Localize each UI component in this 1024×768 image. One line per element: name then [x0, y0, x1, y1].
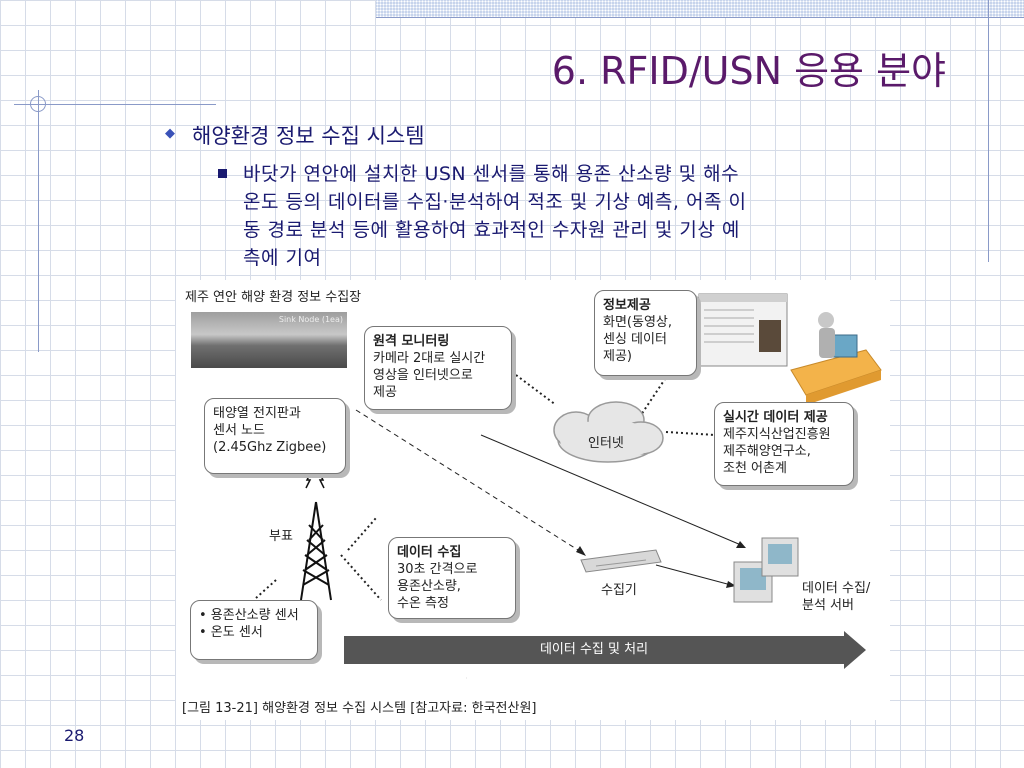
decor-line: [988, 0, 989, 262]
data-collect-box: 데이터 수집 30초 간격으로 용존산소량, 수온 측정: [388, 537, 516, 619]
box-line: 제주해양연구소,: [723, 444, 811, 459]
box-line: 제주지식산업진흥원: [723, 427, 831, 442]
decor-line: [376, 17, 1024, 18]
connector-line: [665, 431, 717, 436]
sensor-item: • 온도 센서: [199, 625, 263, 640]
bullet-level2-text: 바닷가 연안에 설치한 USN 센서를 통해 용존 산소량 및 해수 온도 등의…: [243, 160, 958, 272]
connector-line: [515, 374, 557, 406]
user-at-desk-icon: [790, 312, 882, 405]
sensors-box: • 용존산소량 센서 • 온도 센서: [190, 600, 318, 660]
bullet-level1-text: 해양환경 정보 수집 시스템: [192, 124, 425, 148]
connector-lines: [255, 293, 882, 603]
arrowhead-icon: [576, 546, 586, 556]
server-label-line: 분석 서버: [802, 598, 854, 613]
photo-inner-label: Sink Node (1ea): [278, 315, 343, 324]
box-heading: 원격 모니터링: [373, 334, 450, 349]
cloud-fill: [560, 420, 656, 460]
antenna-tower-icon: [300, 501, 332, 601]
server-label-line: 데이터 수집/: [802, 581, 871, 596]
process-arrow: 데이터 수집 및 처리: [344, 636, 844, 664]
coast-photo: Sink Node (1ea): [191, 312, 347, 368]
square-bullet-icon: [218, 169, 227, 178]
box-heading: 정보제공: [603, 298, 651, 313]
sensor-item: • 용존산소량 센서: [199, 608, 299, 623]
box-line: 수온 측정: [397, 596, 449, 611]
box-line: 제공): [603, 349, 632, 364]
screenshot-thumbnail: [698, 293, 788, 367]
decor-line: [38, 90, 39, 352]
internet-label: 인터넷: [588, 436, 624, 451]
box-heading: 실시간 데이터 제공: [723, 410, 828, 425]
server-icon: [733, 537, 799, 603]
collector-device-icon: [580, 549, 662, 573]
box-line: (2.45Ghz Zigbee): [213, 440, 327, 455]
box-line: 센서 노드: [213, 423, 265, 438]
buoy-label: 부표: [269, 529, 293, 544]
bullet-line: 측에 기여: [243, 247, 322, 269]
bullet-line: 동 경로 분석 등에 활용하여 효과적인 수자원 관리 및 기상 예: [243, 219, 740, 241]
connector-line: [347, 517, 377, 551]
connector-line: [655, 564, 732, 586]
box-line: 센싱 데이터: [603, 332, 667, 347]
solar-node-box: 태양열 전지판과 센서 노드 (2.45Ghz Zigbee): [204, 398, 346, 474]
slide-title: 6. RFID/USN 응용 분야: [551, 49, 946, 93]
box-line: 태양열 전지판과: [213, 406, 301, 421]
box-line: 30초 간격으로: [397, 562, 478, 577]
bullet-line: 바닷가 연안에 설치한 USN 센서를 통해 용존 산소량 및 해수: [243, 163, 740, 185]
page-number: 28: [64, 726, 85, 745]
diamond-bullet-icon: ◆: [165, 126, 175, 141]
header-pattern-band: [376, 0, 1024, 17]
decor-circle: [30, 96, 46, 112]
box-heading: 데이터 수집: [397, 545, 462, 560]
box-line: 영상을 인터넷으로: [373, 368, 473, 383]
connector-line: [355, 409, 579, 551]
connector-line: [255, 579, 277, 599]
decor-line: [14, 104, 216, 105]
arrowhead-icon: [736, 541, 746, 548]
connector-line: [480, 434, 742, 546]
info-provide-box: 정보제공 화면(동영상, 센싱 데이터 제공): [594, 290, 697, 376]
bullet-line: 온도 등의 데이터를 수집·분석하여 적조 및 기상 예측, 어족 이: [243, 191, 747, 213]
connector-line: [340, 554, 382, 601]
server-label: 데이터 수집/ 분석 서버: [802, 580, 870, 614]
box-line: 화면(동영상,: [603, 315, 673, 330]
process-arrowhead-icon: [844, 631, 866, 669]
system-diagram: 제주 연안 해양 환경 정보 수집장 Sink Node (1ea) 원격 모니…: [176, 280, 890, 720]
remote-monitoring-box: 원격 모니터링 카메라 2대로 실시간 영상을 인터넷으로 제공: [364, 326, 512, 410]
figure-caption: [그림 13-21] 해양환경 정보 수집 시스템 [참고자료: 한국전산원]: [182, 701, 537, 716]
realtime-data-box: 실시간 데이터 제공 제주지식산업진흥원 제주해양연구소, 조천 어촌계: [714, 402, 854, 486]
box-line: 용존산소량,: [397, 579, 461, 594]
signal-wave-icon: [305, 471, 325, 489]
photo-title: 제주 연안 해양 환경 정보 수집장: [185, 290, 362, 305]
connector-line: [640, 369, 672, 416]
box-line: 조천 어촌계: [723, 461, 787, 476]
box-line: 카메라 2대로 실시간: [373, 351, 486, 366]
collector-label: 수집기: [601, 583, 637, 598]
box-line: 제공: [373, 385, 397, 400]
